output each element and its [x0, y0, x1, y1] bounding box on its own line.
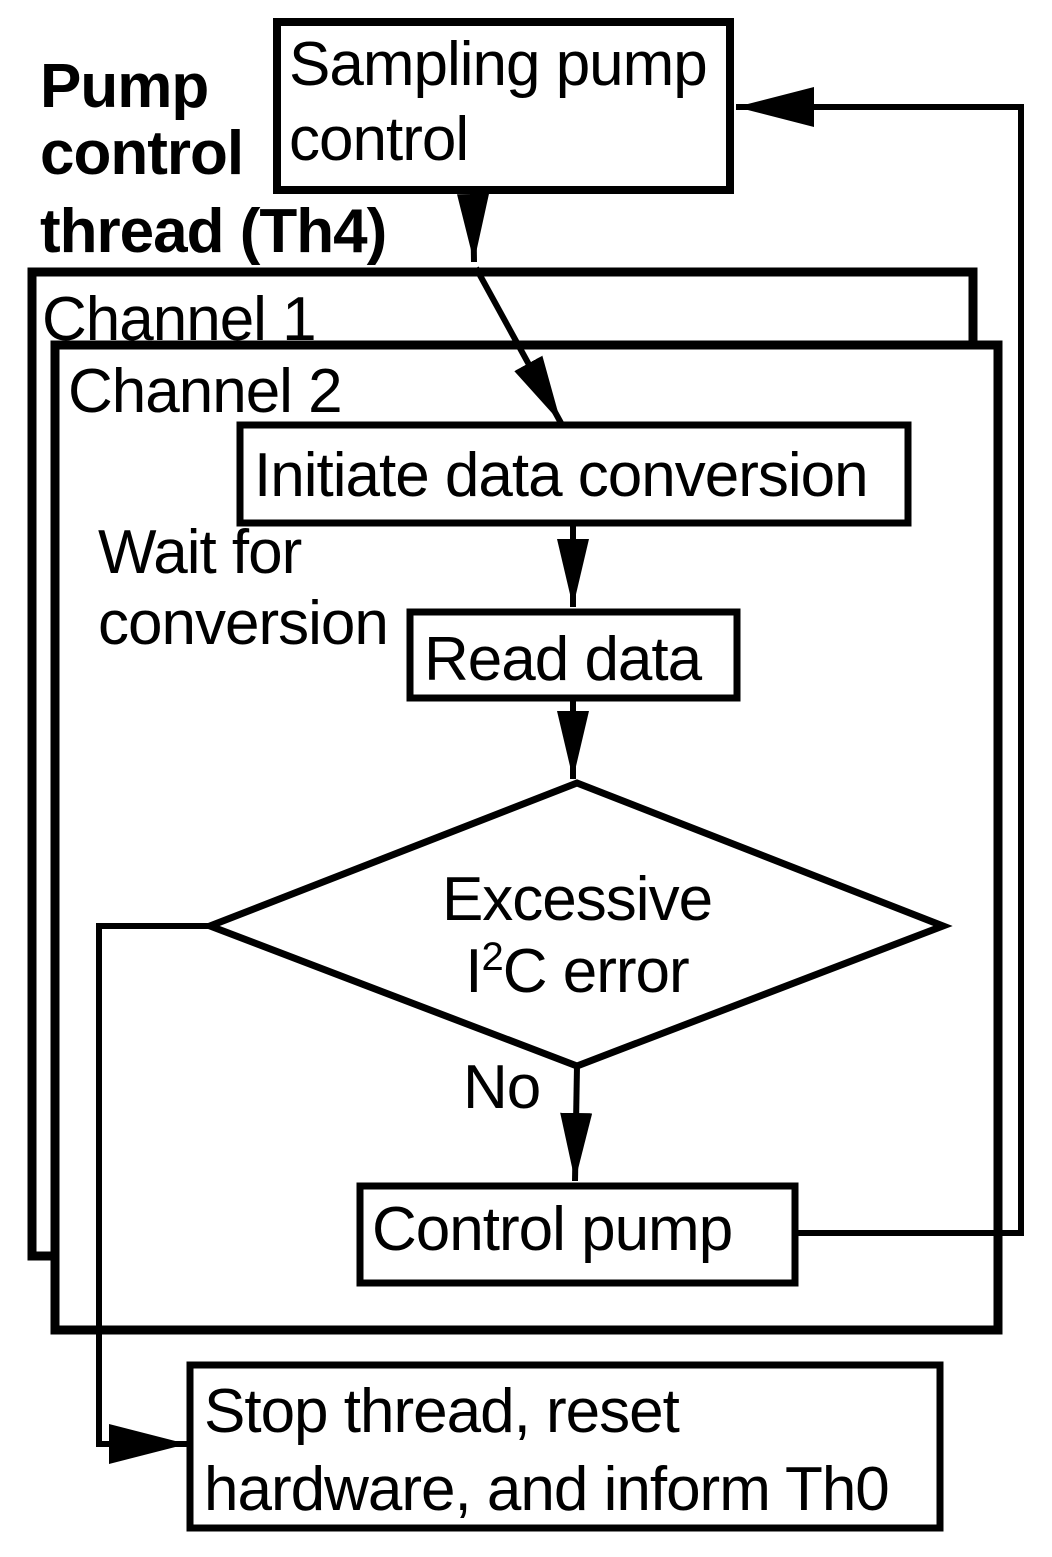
arrow-decision-error-to-stop: [96, 923, 210, 1464]
wait-for-conversion-line1: Wait for: [98, 518, 302, 587]
stop-box-label-line2: hardware, and inform Th0: [204, 1455, 889, 1524]
stop-thread-box: [186, 1361, 944, 1532]
stop-box-label-line1: Stop thread, reset: [204, 1377, 680, 1446]
no-branch-label: No: [463, 1053, 540, 1122]
figure-title-line1: Pump: [40, 52, 208, 121]
figure-title-line3: thread (Th4): [40, 197, 386, 266]
control-pump-label: Control pump: [372, 1195, 732, 1264]
channel2-label: Channel 2: [68, 357, 342, 426]
arrow-sampling-exit: [457, 193, 489, 263]
decision-label-line1: Excessive: [442, 865, 712, 934]
decision-i2c-superscript: 2: [482, 935, 503, 979]
arrow-decision-to-control-pump: [560, 1065, 593, 1182]
channel1-label: Channel 1: [42, 285, 316, 354]
figure-title-line2: control: [40, 119, 243, 188]
decision-label-line2: I2C error: [465, 935, 689, 1006]
control-pump-box: [356, 1182, 799, 1287]
read-data-label: Read data: [424, 625, 703, 694]
sampling-box-label-line2: control: [289, 105, 468, 174]
initiate-data-conversion-box: [236, 421, 912, 527]
wait-for-conversion-line2: conversion: [98, 589, 388, 658]
sampling-pump-control-box: [273, 18, 734, 194]
initiate-box-label: Initiate data conversion: [254, 441, 868, 510]
loop-control-pump-to-sampling: [736, 86, 1024, 1236]
decision-i2c-rest: C error: [503, 937, 689, 1006]
sampling-box-label-line1: Sampling pump: [289, 30, 707, 99]
decision-i2c-base: I: [465, 937, 481, 1006]
arrow-into-initiate: [473, 266, 564, 425]
